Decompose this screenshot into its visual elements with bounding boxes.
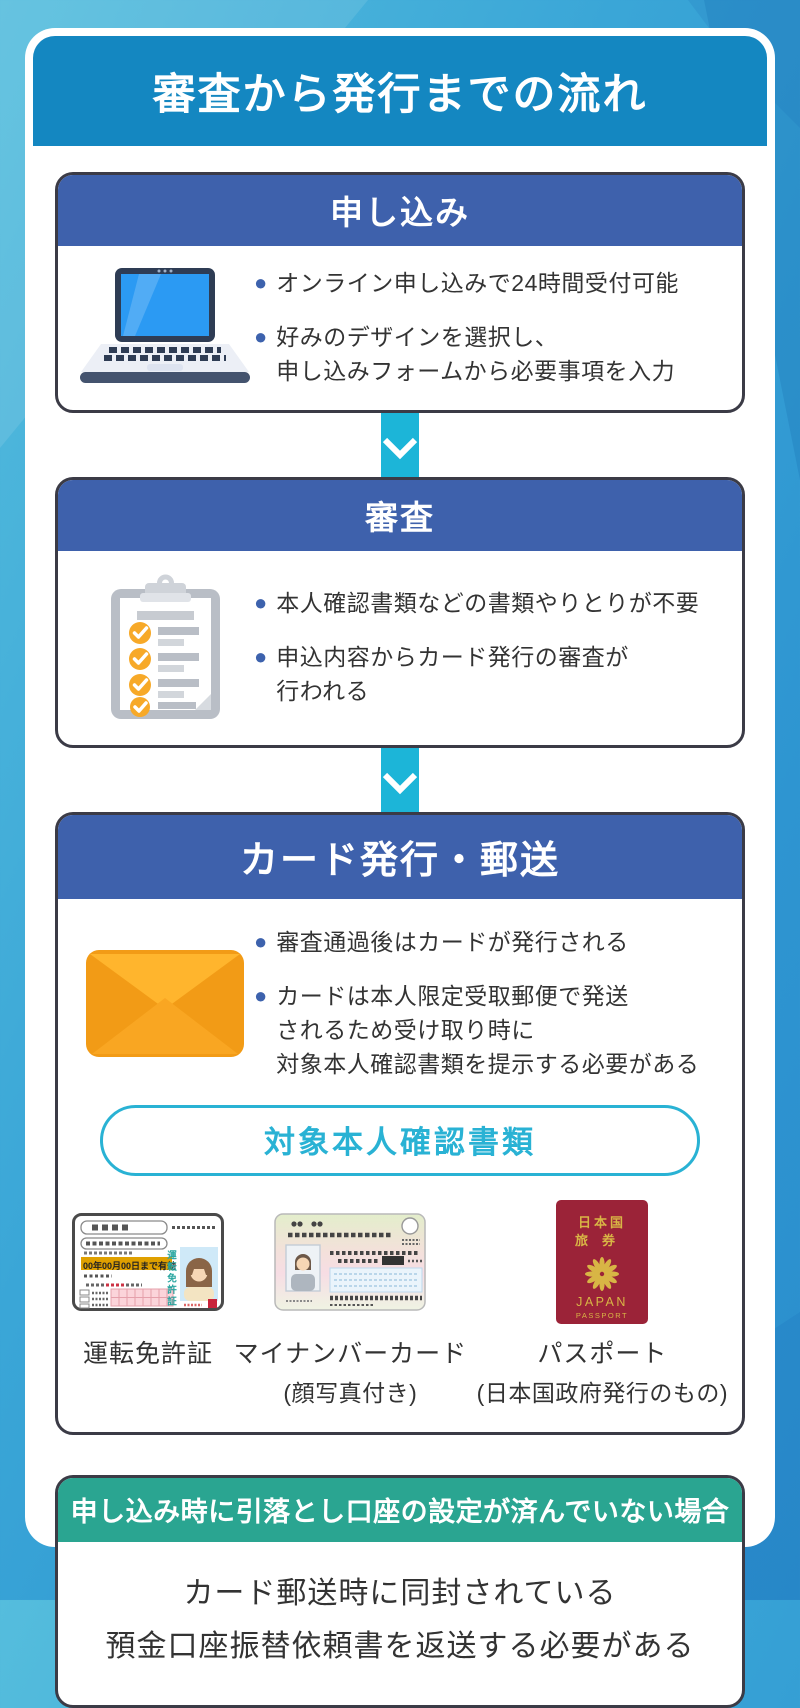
passport-country-text: 日本国 (578, 1215, 626, 1230)
clipboard-icon (76, 571, 254, 723)
passport-word-text: 旅券 (575, 1233, 629, 1248)
bullet-dot-icon: ● (254, 270, 268, 295)
bullet-text: 申込内容からカード発行の審査が (276, 644, 629, 670)
note-card: 申し込み時に引落とし口座の設定が済んでいない場合 カード郵送時に同封されている … (55, 1475, 745, 1708)
step-card-screening: 審査 (55, 477, 745, 748)
document-label: 運転免許証 (82, 1340, 213, 1368)
down-arrow-icon (55, 413, 745, 477)
document-passport: 日本国 旅券 (477, 1198, 728, 1408)
bullet-text: 好みのデザインを選択し、 (276, 324, 559, 350)
bullet-item: ● オンライン申し込みで24時間受付可能 (254, 266, 722, 300)
bullet-dot-icon: ● (254, 644, 268, 669)
bullet-dot-icon: ● (254, 590, 268, 615)
step-card-application: 申し込み (55, 172, 745, 413)
bullet-dot-icon: ● (254, 983, 268, 1008)
step-card-issuance: カード発行・郵送 ● 審査通過後はカードが発行される (55, 812, 745, 1435)
chrysanthemum-crest-icon (585, 1257, 620, 1291)
bullet-list: ● 本人確認書類などの書類やりとりが不要 ● 申込内容からカード発行の審査が 行… (254, 586, 722, 708)
bullet-text: 審査通過後はカードが発行される (276, 929, 629, 955)
step-body-screening: ● 本人確認書類などの書類やりとりが不要 ● 申込内容からカード発行の審査が 行… (58, 551, 742, 745)
bullet-item: ● 申込内容からカード発行の審査が 行われる (254, 640, 722, 708)
document-label: マイナンバーカード (233, 1340, 468, 1368)
note-line: カード郵送時に同封されている (183, 1577, 617, 1610)
document-label: パスポート (537, 1340, 668, 1368)
document-drivers-license: 00年00月00日まで有効 運転免許証 運転免許証 (72, 1198, 224, 1408)
license-validity-text: 00年00月00日まで有効 (83, 1261, 177, 1271)
bullet-item: ● 審査通過後はカードが発行される (254, 925, 722, 959)
bullet-text: カードは本人限定受取郵便で発送 (276, 983, 629, 1009)
step-body-issuance: ● 審査通過後はカードが発行される ● カードは本人限定受取郵便で発送 されるた… (58, 899, 742, 1085)
bullet-text: 本人確認書類などの書類やりとりが不要 (276, 590, 700, 616)
passport-japan-text: JAPAN (576, 1295, 628, 1309)
bullet-item: ● 本人確認書類などの書類やりとりが不要 (254, 586, 722, 620)
id-documents-pill: 対象本人確認書類 (100, 1105, 700, 1176)
step-title-screening: 審査 (58, 480, 742, 551)
step-title-issuance: カード発行・郵送 (58, 815, 742, 899)
page-title: 審査から発行までの流れ (152, 71, 648, 119)
bullet-list: ● 審査通過後はカードが発行される ● カードは本人限定受取郵便で発送 されるた… (254, 925, 722, 1081)
note-card-title: 申し込み時に引落とし口座の設定が済んでいない場合 (58, 1478, 742, 1542)
bullet-item: ● カードは本人限定受取郵便で発送 されるため受け取り時に 対象本人確認書類を提… (254, 979, 722, 1081)
document-sublabel: (日本国政府発行のもの) (476, 1380, 728, 1406)
note-card-body: カード郵送時に同封されている 預金口座振替依頼書を返送する必要がある (58, 1542, 742, 1705)
passport-icon: 日本国 旅券 (556, 1198, 649, 1326)
document-sublabel: (顔写真付き) (283, 1380, 418, 1406)
infographic-panel: 審査から発行までの流れ 申し込み (25, 28, 775, 1708)
bullet-dot-icon: ● (254, 929, 268, 954)
bullet-list: ● オンライン申し込みで24時間受付可能 ● 好みのデザインを選択し、 申し込み… (254, 266, 722, 388)
content-area: 申し込み (25, 146, 775, 1708)
license-vertical-text: 運転免許証 (165, 1250, 176, 1308)
page-header: 審査から発行までの流れ (33, 36, 767, 146)
document-mynumber-card: マイナンバーカード (顔写真付き) (234, 1198, 468, 1408)
bullet-text: 申し込みフォームから必要事項を入力 (276, 358, 676, 384)
bullet-text: 対象本人確認書類を提示する必要がある (276, 1051, 700, 1077)
envelope-icon (76, 947, 254, 1059)
bullet-text: されるため受け取り時に (276, 1017, 535, 1043)
passport-passport-text: PASSPORT (576, 1311, 628, 1320)
down-arrow-icon (55, 748, 745, 812)
bullet-dot-icon: ● (254, 324, 268, 349)
bullet-text: 行われる (276, 678, 370, 704)
bullet-text: オンライン申し込みで24時間受付可能 (276, 270, 679, 296)
step-title-application: 申し込み (58, 175, 742, 246)
mynumber-card-icon (274, 1198, 427, 1326)
step-body-application: ● オンライン申し込みで24時間受付可能 ● 好みのデザインを選択し、 申し込み… (58, 246, 742, 410)
note-line: 預金口座振替依頼書を返送する必要がある (105, 1629, 695, 1663)
laptop-icon (76, 266, 254, 388)
bullet-item: ● 好みのデザインを選択し、 申し込みフォームから必要事項を入力 (254, 320, 722, 388)
id-documents-row: 00年00月00日まで有効 運転免許証 運転免許証 (72, 1198, 728, 1432)
drivers-license-icon: 00年00月00日まで有効 運転免許証 (72, 1198, 224, 1326)
